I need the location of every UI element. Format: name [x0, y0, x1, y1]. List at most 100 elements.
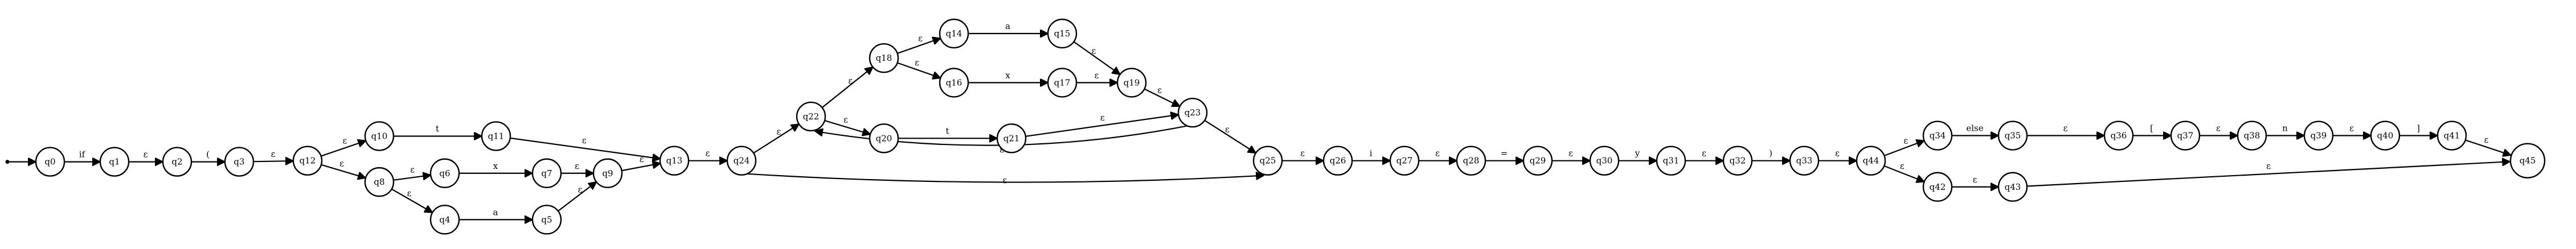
transition-line — [558, 182, 596, 212]
start-point — [5, 160, 10, 164]
state-q2: q2 — [162, 147, 193, 177]
state-label: q0 — [44, 157, 55, 167]
state-circle — [1997, 121, 2028, 151]
transition-label: n — [2282, 123, 2288, 134]
state-circle — [796, 101, 826, 132]
state-circle — [531, 205, 562, 235]
state-label: q30 — [1596, 156, 1613, 166]
state-q10: q10 — [364, 121, 395, 151]
state-label: q4 — [439, 214, 450, 225]
transition-label: ε — [1157, 85, 1162, 96]
state-circle — [939, 18, 969, 49]
transition-label: ] — [2417, 123, 2420, 134]
state-label: q38 — [2244, 131, 2260, 141]
transition-label: ε — [144, 150, 148, 160]
state-label: q31 — [1663, 156, 1680, 166]
transition-label: ε — [1095, 70, 1099, 80]
transition-q8-q6: ε — [393, 165, 430, 181]
state-circle — [2436, 121, 2467, 151]
transition-q12-q10: ε — [321, 136, 366, 157]
transition-label: ε — [918, 33, 923, 43]
state-circle — [429, 158, 460, 188]
state-q26: q26 — [1322, 146, 1353, 176]
transition-line — [821, 67, 872, 109]
state-label: q13 — [666, 156, 683, 166]
state-label: q2 — [171, 157, 182, 167]
state-label: q44 — [1863, 156, 1879, 166]
state-q39: q39 — [2303, 121, 2334, 151]
transition-q36-q37: [ — [2133, 123, 2170, 136]
transition-q0-q1: if — [64, 150, 100, 162]
transition-q21-q23: ε — [1025, 113, 1178, 137]
state-circle — [869, 43, 899, 73]
state-q5: q5 — [531, 205, 562, 235]
transition-q15-q19: ε — [1073, 41, 1119, 74]
state-circle — [481, 121, 511, 151]
transition-label: y — [1635, 148, 1640, 159]
state-q3: q3 — [224, 147, 255, 177]
state-label: q21 — [1004, 133, 1020, 143]
state-label: q42 — [1930, 182, 1946, 192]
transition-label: ε — [1100, 113, 1105, 123]
state-label: q1 — [109, 157, 120, 167]
state-circle — [592, 158, 623, 188]
state-circle — [99, 147, 130, 177]
transition-q9-q13: ε — [621, 154, 660, 172]
state-q16: q16 — [939, 68, 969, 98]
state-label: q33 — [1796, 156, 1813, 166]
transition-label: ε — [2266, 161, 2271, 171]
transition-label: x — [1005, 70, 1010, 80]
state-label: q26 — [1330, 156, 1346, 166]
transition-label: else — [1966, 123, 1983, 134]
transition-label: ε — [271, 149, 276, 159]
transition-label: ( — [206, 150, 210, 160]
state-q8: q8 — [364, 167, 395, 197]
state-circle — [2170, 121, 2201, 151]
transition-line — [824, 120, 870, 134]
state-q4: q4 — [429, 205, 460, 235]
transition-line — [510, 137, 660, 159]
state-label: q12 — [300, 156, 316, 166]
transition-label: ε — [1568, 148, 1573, 159]
transition-label: i — [1370, 148, 1373, 159]
state-q29: q29 — [1522, 146, 1553, 176]
state-label: q24 — [734, 156, 750, 166]
transition-q39-q40: ε — [2333, 123, 2370, 136]
state-circle — [869, 123, 899, 153]
state-q11: q11 — [481, 121, 511, 151]
state-circle — [659, 146, 690, 176]
state-circle — [1656, 146, 1686, 176]
state-q43: q43 — [1997, 172, 2028, 202]
state-circle — [1252, 146, 1283, 176]
state-circle — [1389, 146, 1420, 176]
state-q12: q12 — [292, 146, 323, 176]
state-q22: q22 — [796, 101, 826, 132]
transition-line — [1883, 165, 1924, 181]
transition-label: ε — [848, 76, 853, 86]
state-q44: q44 — [1856, 146, 1886, 176]
state-circle — [1522, 146, 1553, 176]
transition-q27-q28: ε — [1419, 148, 1456, 161]
transition-q7-q9: ε — [561, 161, 593, 173]
state-circle — [1722, 146, 1753, 176]
transition-q23-q25: ε — [1204, 119, 1255, 153]
state-q34: q34 — [1922, 121, 1953, 151]
transition-label: ε — [1903, 135, 1908, 146]
transition-line — [2026, 161, 2509, 187]
transition-q8-q4: ε — [391, 188, 432, 212]
state-label: q19 — [1124, 77, 1140, 88]
state-circle — [939, 68, 969, 98]
state-circle — [1322, 146, 1353, 176]
transition-line — [1144, 88, 1179, 106]
state-circle — [1456, 146, 1486, 176]
transition-label: if — [79, 150, 86, 160]
transition-q13-q24: ε — [689, 148, 727, 161]
state-circle — [1047, 18, 1078, 49]
transition-label: ε — [407, 188, 412, 198]
state-label: q25 — [1260, 156, 1276, 166]
transition-q4-q5: a — [459, 207, 532, 219]
state-label: q8 — [374, 177, 384, 187]
transition-label: ε — [1091, 46, 1096, 56]
state-q1: q1 — [99, 147, 130, 177]
